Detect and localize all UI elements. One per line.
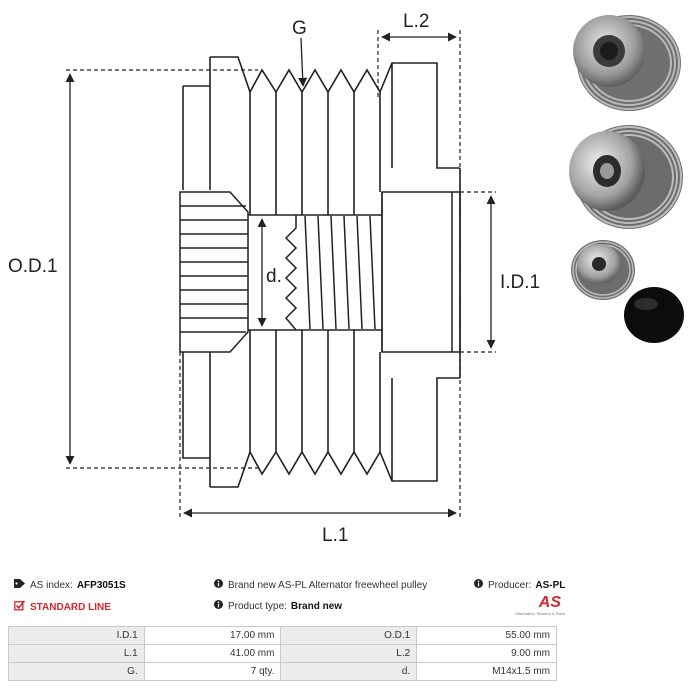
as-index: AS index: AFP3051S — [14, 579, 126, 591]
spec-value: M14x1.5 mm — [416, 662, 557, 681]
label-id1: I.D.1 — [500, 272, 540, 293]
info-icon — [474, 579, 483, 591]
pulley-photo-back — [569, 125, 683, 229]
spec-key: G. — [8, 662, 145, 681]
as-pl-logo: AS Alternators, Starters & Parts — [505, 594, 565, 620]
spec-value: 41.00 mm — [143, 644, 282, 663]
description: Brand new AS-PL Alternator freewheel pul… — [214, 579, 427, 591]
standard-line-label: STANDARD LINE — [30, 601, 111, 613]
spec-value: 7 qty. — [143, 662, 282, 681]
producer-label: Producer: — [488, 579, 532, 591]
pulley-cap-photo — [624, 287, 684, 343]
as-index-value: AFP3051S — [76, 579, 126, 591]
tag-icon — [14, 579, 25, 591]
label-g: G — [292, 18, 307, 39]
spec-value: 55.00 mm — [416, 626, 557, 645]
info-icon — [214, 600, 223, 612]
pulley-photo-front — [573, 15, 681, 111]
pulley-technical-drawing: G L.2 O.D.1 I.D.1 d. L.1 — [8, 11, 540, 546]
pulley-outline — [182, 56, 461, 488]
label-l1: L.1 — [322, 525, 348, 546]
dimension-arrows — [65, 32, 496, 518]
spec-value: 17.00 mm — [143, 626, 282, 645]
table-row: I.D.1 17.00 mm O.D.1 55.00 mm — [8, 626, 557, 645]
producer-value: AS-PL — [535, 579, 566, 591]
spec-key: O.D.1 — [280, 626, 418, 645]
logo-tagline: Alternators, Starters & Parts — [515, 611, 565, 616]
label-l2: L.2 — [403, 11, 429, 32]
spec-key: d. — [280, 662, 418, 681]
spec-table: I.D.1 17.00 mm O.D.1 55.00 mm L.1 41.00 … — [8, 626, 557, 681]
spline-hub — [179, 191, 249, 353]
as-index-label: AS index: — [30, 579, 73, 591]
extension-lines — [66, 30, 496, 520]
standard-line: STANDARD LINE — [14, 600, 111, 614]
label-od1: O.D.1 — [8, 256, 58, 277]
product-type: Product type: Brand new — [214, 600, 342, 612]
product-type-label: Product type: — [228, 600, 287, 612]
spec-key: I.D.1 — [8, 626, 145, 645]
table-row: L.1 41.00 mm L.2 9.00 mm — [8, 644, 557, 663]
check-box-icon — [14, 600, 26, 614]
logo-mark: AS — [538, 594, 561, 611]
pulley-photo-side — [571, 240, 635, 300]
info-icon — [214, 579, 223, 591]
spec-key: L.1 — [8, 644, 145, 663]
spec-key: L.2 — [280, 644, 418, 663]
spec-value: 9.00 mm — [416, 644, 557, 663]
producer: Producer: AS-PL — [474, 579, 565, 591]
description-text: Brand new AS-PL Alternator freewheel pul… — [228, 579, 428, 591]
product-type-value: Brand new — [290, 600, 343, 612]
table-row: G. 7 qty. d. M14x1.5 mm — [8, 662, 557, 681]
label-d: d. — [266, 266, 282, 287]
